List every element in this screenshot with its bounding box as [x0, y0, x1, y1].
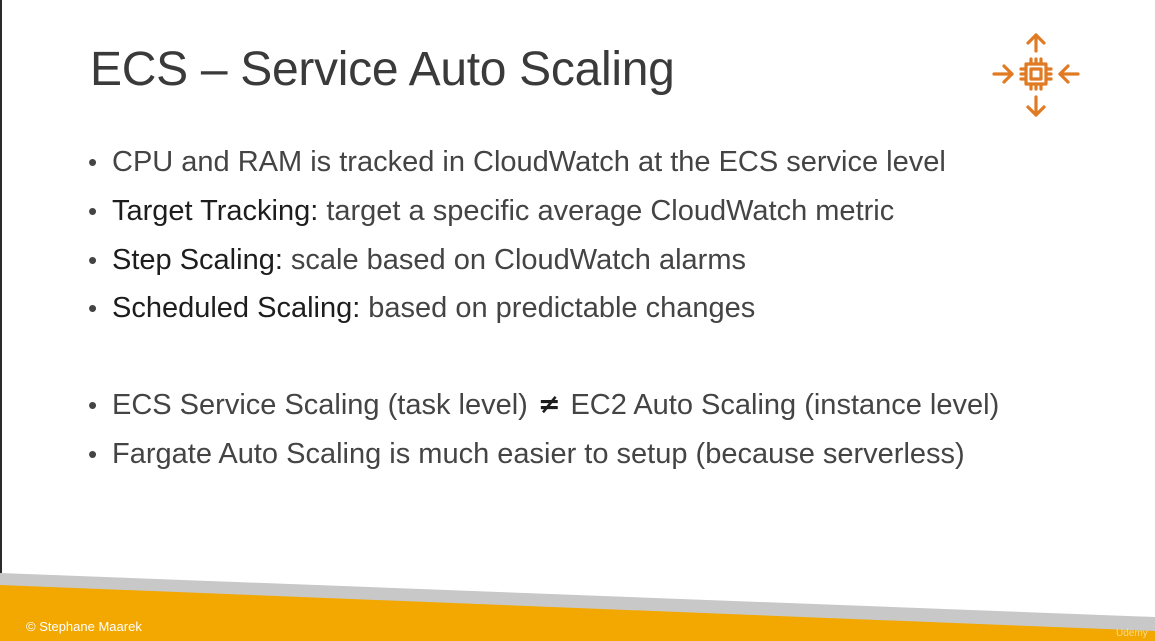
- bullet-dot: •: [88, 147, 98, 178]
- bullet-item: • Step Scaling: scale based on CloudWatc…: [88, 235, 1128, 284]
- bullet-text: target a specific average CloudWatch met…: [326, 195, 895, 228]
- bullet-item: • Target Tracking: target a specific ave…: [88, 187, 1128, 236]
- auto-scaling-icon-graphic: [992, 33, 1080, 117]
- slide-title: ECS – Service Auto Scaling: [90, 43, 675, 96]
- bullet-text: ECS Service Scaling (task level): [112, 389, 528, 422]
- bullet-dot: •: [88, 390, 98, 421]
- copyright-text: © Stephane Maarek: [26, 619, 142, 634]
- bullet-dot: •: [88, 438, 98, 469]
- bullet-dot: •: [88, 244, 98, 275]
- footer-band: [0, 573, 1155, 641]
- bullet-dot: •: [88, 293, 98, 324]
- bullet-text: CPU and RAM is tracked in CloudWatch at …: [112, 146, 946, 179]
- bullet-text: EC2 Auto Scaling (instance level): [570, 389, 1000, 422]
- auto-scaling-icon: [990, 31, 1082, 119]
- not-equal-symbol: ≠: [537, 389, 561, 421]
- bullet-item: • ECS Service Scaling (task level) ≠ EC2…: [88, 381, 1128, 430]
- slide-left-border: [0, 0, 2, 641]
- bullet-list: • CPU and RAM is tracked in CloudWatch a…: [88, 138, 1128, 478]
- bullet-item: • Fargate Auto Scaling is much easier to…: [88, 429, 1128, 478]
- bullet-text: based on predictable changes: [368, 292, 756, 325]
- bullet-term: Target Tracking:: [112, 195, 319, 228]
- footer-orange-bar: [0, 585, 1155, 641]
- bullet-item: • CPU and RAM is tracked in CloudWatch a…: [88, 138, 1128, 187]
- bullet-dot: •: [88, 196, 98, 227]
- bullet-spacer: [88, 333, 1128, 381]
- bullet-text: scale based on CloudWatch alarms: [290, 243, 746, 276]
- watermark: Udemy: [1116, 628, 1148, 639]
- bullet-term: Step Scaling:: [112, 243, 283, 276]
- bullet-item: • Scheduled Scaling: based on predictabl…: [88, 284, 1128, 333]
- bullet-term: Scheduled Scaling:: [112, 292, 361, 325]
- bullet-text: Fargate Auto Scaling is much easier to s…: [112, 437, 965, 470]
